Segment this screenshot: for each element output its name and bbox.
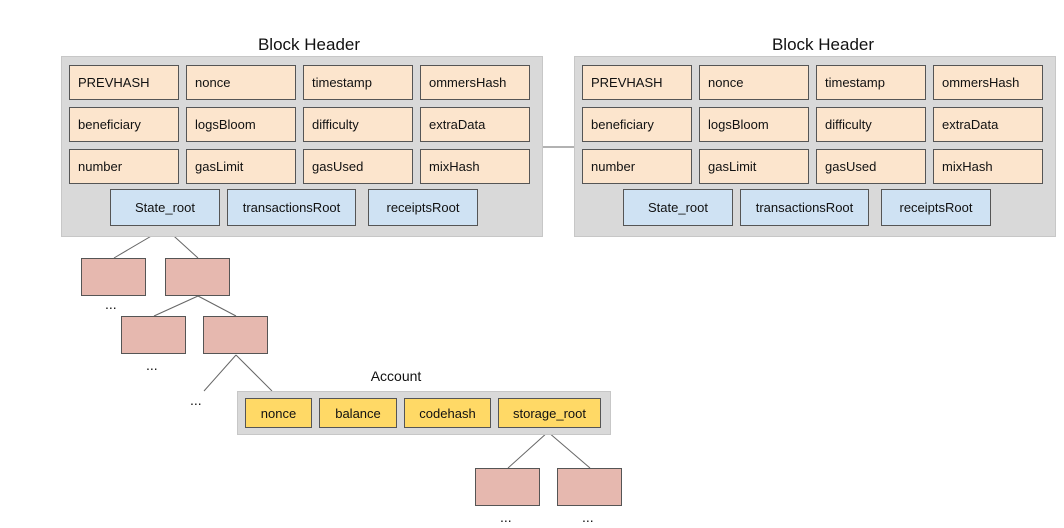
field-nonce: nonce [186,65,296,100]
field-gaslimit: gasLimit [186,149,296,184]
account-codehash: codehash [404,398,491,428]
account-storage-root: storage_root [498,398,601,428]
field-prevhash: PREVHASH [69,65,179,100]
tree-edge [547,431,591,469]
account-balance: balance [319,398,397,428]
field-mixhash: mixHash [420,149,530,184]
ellipsis: ... [146,357,158,373]
tree-edge [507,431,549,469]
transactions-root: transactionsRoot [227,189,356,226]
block-header-title-right: Block Header [771,35,875,54]
field-beneficiary: beneficiary [582,107,692,142]
field-ommershash: ommersHash [933,65,1043,100]
field-logsbloom: logsBloom [186,107,296,142]
field-beneficiary: beneficiary [69,107,179,142]
ellipsis: ... [582,509,594,525]
account-nonce: nonce [245,398,312,428]
tree-edge [153,295,199,317]
trie-node [121,316,186,354]
transactions-root: transactionsRoot [740,189,869,226]
storage-node [475,468,540,506]
ellipsis: ... [500,509,512,525]
field-timestamp: timestamp [303,65,413,100]
account-panel: nonce balance codehash storage_root [237,391,611,435]
field-number: number [69,149,179,184]
field-extradata: extraData [933,107,1043,142]
field-gaslimit: gasLimit [699,149,809,184]
field-mixhash: mixHash [933,149,1043,184]
field-prevhash: PREVHASH [582,65,692,100]
block-header-right: PREVHASH nonce timestamp ommersHash bene… [574,56,1056,237]
ellipsis: ... [105,296,117,312]
ellipsis: ... [190,392,202,408]
block-header-left: PREVHASH nonce timestamp ommersHash bene… [61,56,543,237]
receipts-root: receiptsRoot [881,189,991,226]
field-number: number [582,149,692,184]
field-difficulty: difficulty [303,107,413,142]
tree-edge [203,354,237,392]
field-difficulty: difficulty [816,107,926,142]
tree-edge [235,354,273,392]
field-logsbloom: logsBloom [699,107,809,142]
receipts-root: receiptsRoot [368,189,478,226]
trie-node [203,316,268,354]
field-ommershash: ommersHash [420,65,530,100]
field-gasused: gasUsed [303,149,413,184]
field-timestamp: timestamp [816,65,926,100]
field-extradata: extraData [420,107,530,142]
trie-node [81,258,146,296]
field-gasused: gasUsed [816,149,926,184]
trie-node [165,258,230,296]
storage-node [557,468,622,506]
state-root: State_root [623,189,733,226]
state-root: State_root [110,189,220,226]
field-nonce: nonce [699,65,809,100]
account-title: Account [370,368,422,384]
block-header-title-left: Block Header [257,35,361,54]
tree-edge [197,295,237,317]
